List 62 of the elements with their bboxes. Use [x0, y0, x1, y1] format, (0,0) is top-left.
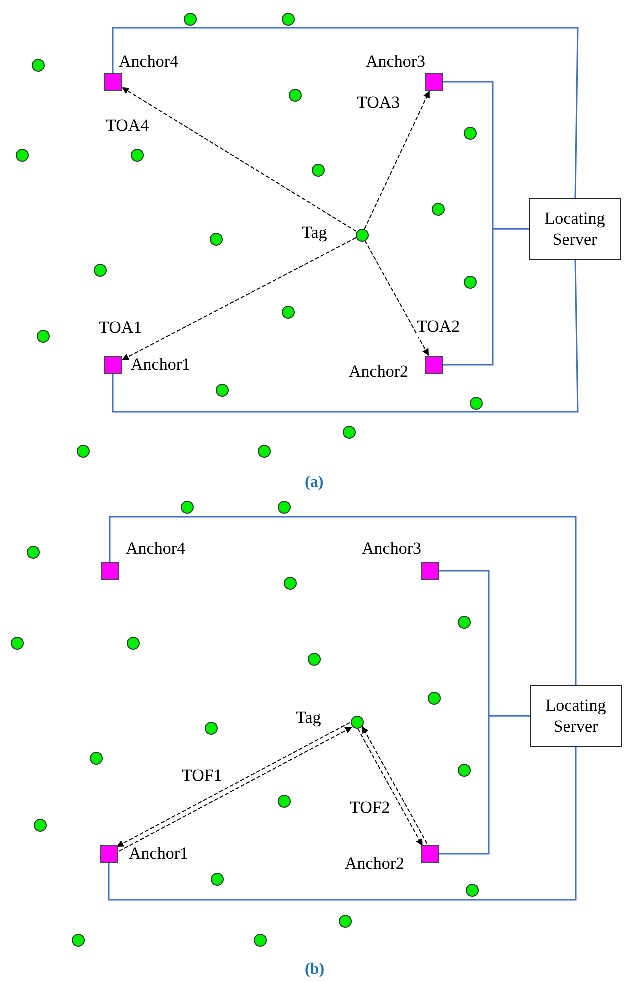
node-dot [76, 444, 90, 458]
node-dot [184, 12, 196, 26]
anchor-label: Anchor3 [366, 52, 426, 72]
connector-line [443, 228, 529, 366]
node-dot [458, 616, 470, 628]
node-dot [72, 934, 84, 946]
panel-caption: (b) [305, 960, 325, 980]
connector-line [112, 27, 579, 198]
anchor-label: Anchor3 [362, 539, 422, 559]
arrow [364, 240, 430, 356]
node-dot [312, 164, 324, 176]
tag-label: Tag [296, 708, 322, 728]
node-dot [34, 818, 46, 832]
anchor-label: Anchor2 [345, 854, 404, 874]
node-dot [94, 264, 106, 276]
node-dot [90, 752, 102, 764]
anchor-label: Anchor1 [131, 355, 190, 375]
node-dot [470, 396, 482, 410]
node-dot [342, 426, 356, 438]
node-dot [16, 148, 28, 162]
node-dot [432, 202, 444, 216]
anchor-label: Anchor4 [119, 52, 178, 72]
anchor-label: Anchor2 [349, 362, 408, 382]
node-dot [428, 692, 440, 704]
server-box: Locating Server [529, 198, 621, 260]
node-dot [288, 88, 302, 102]
connector-line [439, 715, 530, 855]
node-dot [126, 636, 140, 650]
node-dot [282, 12, 294, 26]
tag-label: Tag [302, 223, 328, 243]
node-dot [204, 722, 218, 734]
node-dot [338, 914, 352, 928]
node-dot [254, 934, 266, 946]
node-dot [282, 306, 294, 318]
node-dot [464, 276, 476, 288]
connector-line [109, 516, 577, 685]
anchor-label: Anchor1 [129, 844, 188, 864]
server-box: Locating Server [530, 685, 622, 747]
arrow [122, 238, 357, 361]
node-dot [32, 58, 44, 72]
node-dot [216, 384, 228, 396]
node-dot [278, 794, 290, 808]
connector-line [108, 747, 577, 901]
arrow [122, 87, 357, 232]
node-dot [458, 764, 470, 776]
node-dot [278, 500, 290, 514]
node-dot [10, 636, 24, 650]
node-dot [308, 652, 320, 666]
anchor-label: Anchor4 [126, 539, 186, 559]
panel-caption: (a) [305, 473, 324, 493]
node-dot [36, 330, 50, 342]
node-dot [466, 884, 478, 896]
node-dot [130, 148, 144, 162]
node-dot [210, 872, 224, 886]
node-dot [210, 232, 222, 246]
node-dot [180, 500, 194, 514]
connector-line [112, 260, 579, 413]
node-dot [258, 444, 270, 458]
node-dot [464, 126, 476, 140]
arrow [364, 90, 430, 230]
node-dot [284, 576, 296, 590]
node-dot [26, 546, 40, 558]
